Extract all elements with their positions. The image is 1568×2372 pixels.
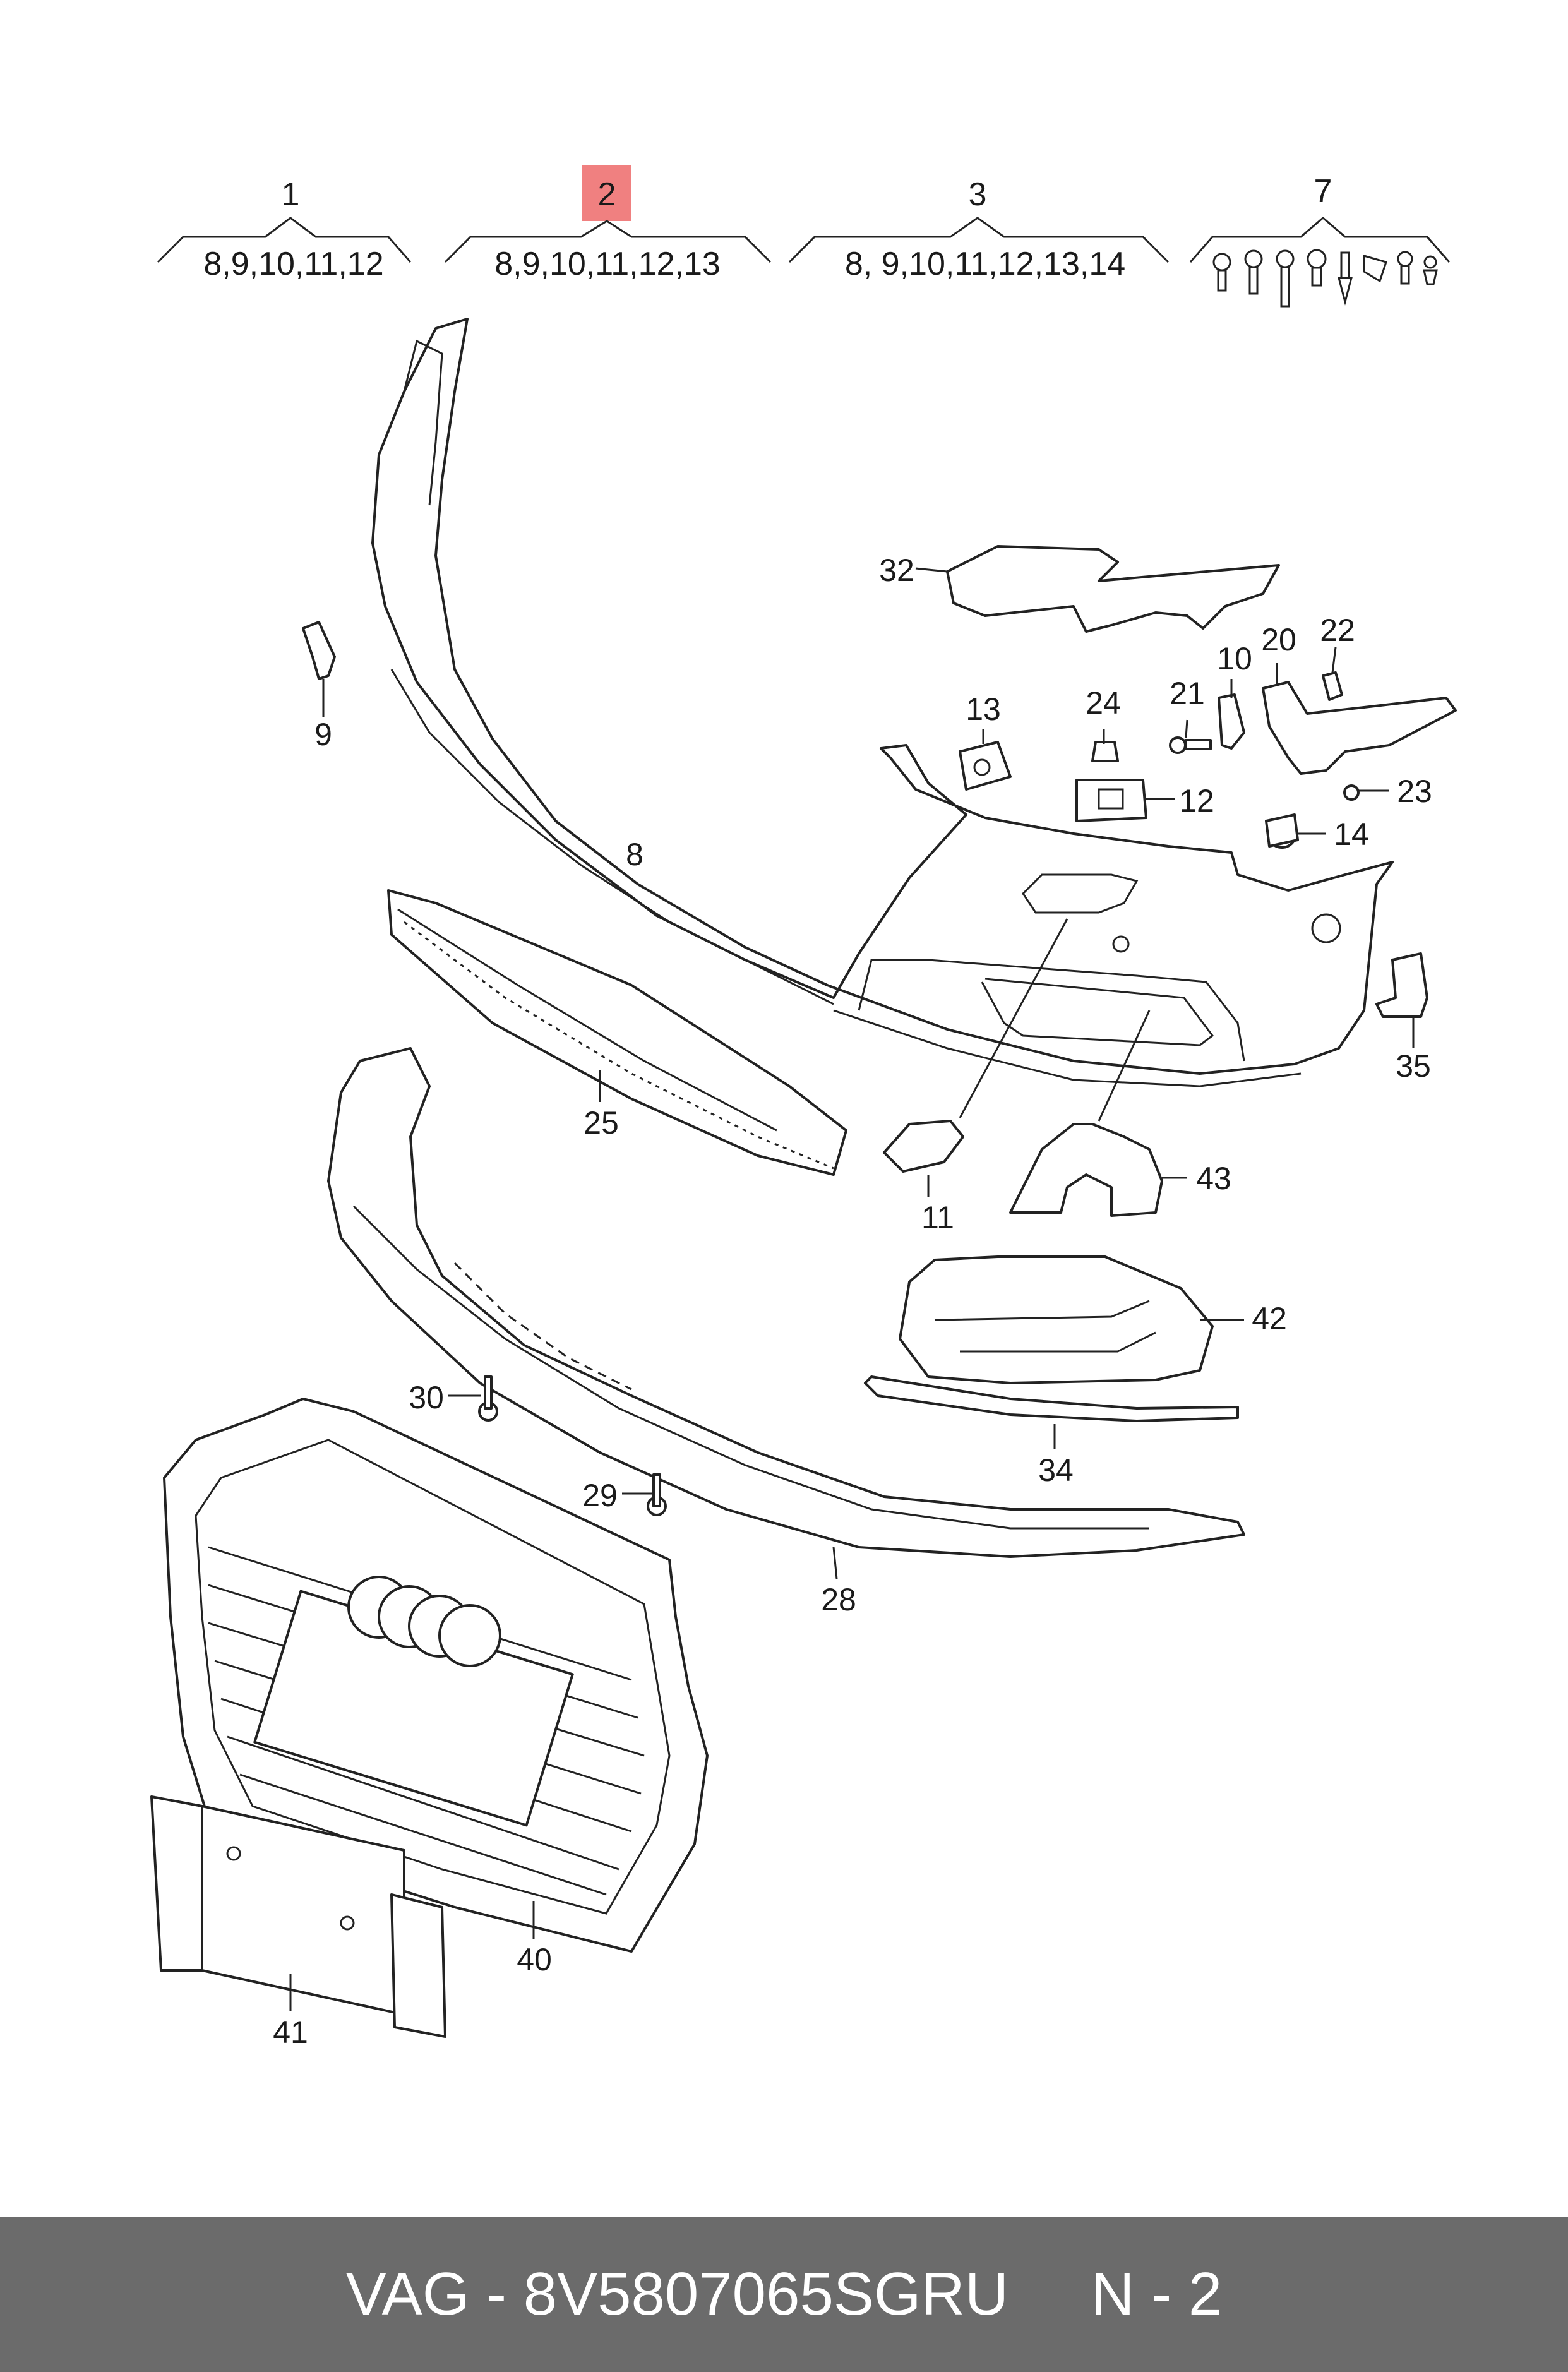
header-group-3: 3 8, 9,10,11,12,13,14 [788, 176, 1170, 282]
screw-part-23 [1343, 784, 1389, 801]
group-items: 8, 9,10,11,12,13,14 [845, 246, 1125, 282]
grille-insert-part-42 [899, 1255, 1244, 1384]
header-group-1: 1 8,9,10,11,12 [157, 176, 412, 282]
side-bracket-part-32 [915, 545, 1280, 633]
callout-20: 20 [1261, 622, 1296, 657]
callout-41: 41 [273, 2015, 308, 2050]
callout-34: 34 [1038, 1453, 1074, 1488]
callout-42: 42 [1252, 1301, 1287, 1336]
header-group-2: 2 8,9,10,11,12,13 [444, 165, 772, 282]
carrier-part-28 [327, 1047, 1245, 1579]
callout-28: 28 [821, 1582, 856, 1617]
bracket-part-43 [1009, 1010, 1187, 1217]
footer-bar: VAG - 8V5807065SGRU N - 2 [0, 2217, 1568, 2372]
clip-part-13 [959, 729, 1012, 791]
header-group-7: 7 [1189, 173, 1451, 308]
footer-part-label: VAG - 8V5807065SGRU [345, 2260, 1009, 2328]
highlight-box [582, 165, 631, 221]
clip-part-14 [1265, 813, 1326, 849]
guide-part-10 [1218, 679, 1245, 750]
callout-32: 32 [879, 553, 914, 588]
footer-page-label: N - 2 [1091, 2260, 1223, 2328]
group-number: 3 [969, 176, 987, 213]
callout-40: 40 [517, 1942, 552, 1977]
callout-10: 10 [1217, 641, 1252, 676]
retainer-part-25 [387, 889, 847, 1176]
trim-strip-part-34 [864, 1375, 1239, 1449]
grille-part-40 [163, 1398, 709, 1953]
side-guide-part-35 [1375, 952, 1428, 1048]
callout-29: 29 [582, 1478, 618, 1513]
bolt-part-21 [1169, 719, 1212, 754]
nut-part-22 [1322, 647, 1343, 701]
group-number: 2 [598, 176, 616, 213]
callout-21: 21 [1170, 676, 1205, 711]
group-items: 8,9,10,11,12 [203, 246, 383, 282]
clip-part-24 [1091, 729, 1119, 762]
plate-holder-part-41 [150, 1795, 446, 2038]
callout-9: 9 [314, 717, 332, 752]
audi-rings-logo [347, 1576, 501, 1667]
bumper-cover-part-8 [371, 318, 1394, 1087]
callout-13: 13 [966, 692, 1001, 727]
callout-25: 25 [584, 1105, 619, 1141]
callout-35: 35 [1396, 1048, 1431, 1084]
callout-30: 30 [409, 1380, 444, 1415]
bracket-part-20 [1262, 663, 1457, 775]
bumper-exploded-diagram: 1 8,9,10,11,12 2 8,9,10,11,12,13 3 8, 9,… [150, 165, 1457, 2050]
callout-22: 22 [1320, 613, 1355, 648]
fastener-icons [1212, 249, 1438, 308]
holder-part-12 [1075, 779, 1175, 822]
bracket-part-9 [302, 621, 336, 717]
screw-part-30 [448, 1375, 498, 1422]
callout-11: 11 [921, 1200, 954, 1235]
callout-labels: 9 8 32 10 20 22 21 23 13 24 12 14 35 25 … [273, 553, 1432, 2050]
washer-cover-part-11 [883, 918, 1068, 1197]
callout-23: 23 [1397, 774, 1432, 809]
group-items: 8,9,10,11,12,13 [494, 246, 721, 282]
group-number: 1 [282, 176, 300, 213]
callout-12: 12 [1179, 783, 1214, 818]
group-number: 7 [1314, 173, 1332, 210]
callout-14: 14 [1334, 817, 1369, 852]
callout-43: 43 [1196, 1161, 1231, 1196]
screw-part-29 [622, 1473, 667, 1516]
callout-24: 24 [1086, 685, 1121, 721]
callout-8: 8 [626, 837, 643, 872]
